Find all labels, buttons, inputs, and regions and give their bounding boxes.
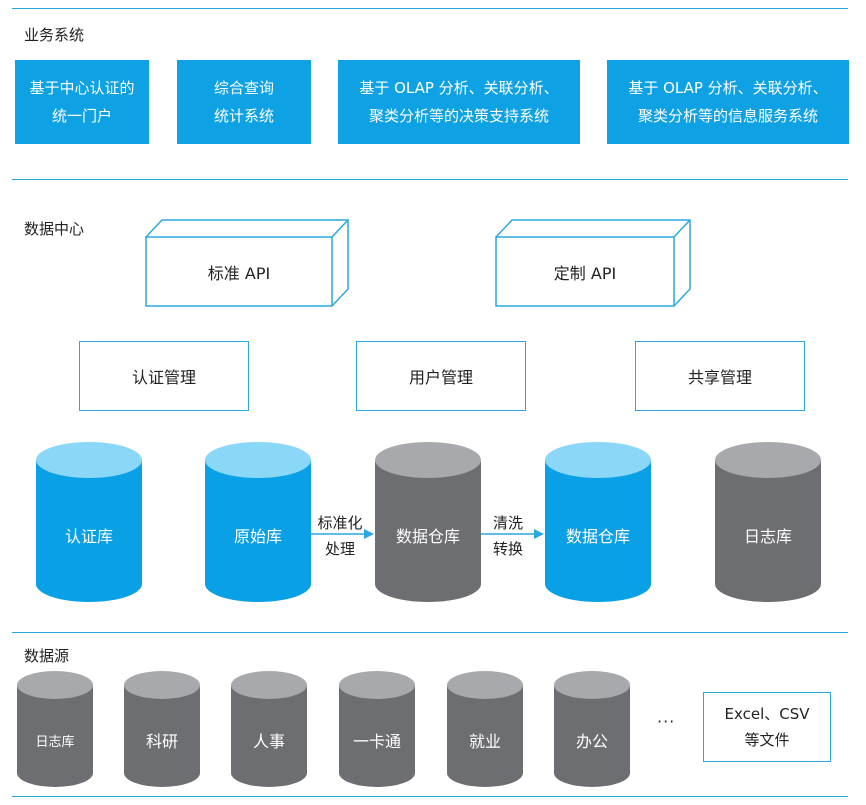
cylinder-warehouse-blue — [545, 442, 651, 602]
source-campus-card-label: 一卡通 — [352, 732, 401, 751]
source-cylinder-campus-card — [339, 671, 415, 787]
divider-top — [12, 8, 848, 9]
warehouse-blue-label: 数据仓库 — [565, 527, 630, 546]
section-title-data-center: 数据中心 — [24, 220, 85, 238]
divider-business-datacenter — [12, 179, 848, 180]
clean-transform-arrow-label: 清洗 转换 — [492, 514, 523, 558]
custom-api-label: 定制 API — [553, 263, 617, 283]
cylinder-warehouse-gray — [375, 442, 481, 602]
cylinder-auth-db — [36, 442, 142, 602]
source-office-label: 办公 — [575, 732, 608, 751]
standard-api-label: 标准 API — [207, 263, 271, 283]
source-cylinder-hr — [231, 671, 307, 787]
source-cylinder-log — [17, 671, 93, 787]
source-log-label: 日志库 — [35, 734, 75, 750]
divider-datacenter-source — [12, 632, 848, 633]
warehouse-gray-label: 数据仓库 — [395, 527, 460, 546]
section-title-business: 业务系统 — [24, 26, 85, 44]
file-source-box: Excel、CSV 等文件 — [703, 692, 831, 762]
business-system-info-service: 基于 OLAP 分析、关联分析、 聚类分析等的信息服务系统 — [607, 60, 849, 144]
auth-management-box: 认证管理 — [79, 341, 249, 411]
cylinder-raw-db — [205, 442, 311, 602]
standardize-arrow-label: 标准化 处理 — [317, 514, 363, 558]
more-sources-ellipsis: ··· — [657, 712, 676, 731]
business-system-query: 综合查询 统计系统 — [177, 60, 311, 144]
arrow-clean-transform — [481, 529, 544, 539]
standard-api-box-shape — [145, 219, 349, 307]
section-title-data-source: 数据源 — [24, 647, 70, 665]
auth-db-label: 认证库 — [64, 527, 113, 546]
user-management-box: 用户管理 — [356, 341, 526, 411]
cylinder-log-db — [715, 442, 821, 602]
share-management-box: 共享管理 — [635, 341, 805, 411]
log-db-label: 日志库 — [743, 527, 792, 546]
business-system-decision-support: 基于 OLAP 分析、关联分析、 聚类分析等的决策支持系统 — [338, 60, 580, 144]
raw-db-label: 原始库 — [233, 527, 282, 546]
source-employment-label: 就业 — [468, 732, 501, 751]
source-cylinder-employment — [447, 671, 523, 787]
source-cylinder-research — [124, 671, 200, 787]
source-hr-label: 人事 — [252, 732, 285, 751]
custom-api-box-shape — [495, 219, 691, 307]
divider-bottom — [12, 796, 848, 797]
source-research-label: 科研 — [145, 732, 178, 751]
source-cylinder-office — [554, 671, 630, 787]
arrow-standardize — [311, 529, 374, 539]
business-system-portal: 基于中心认证的 统一门户 — [15, 60, 149, 144]
